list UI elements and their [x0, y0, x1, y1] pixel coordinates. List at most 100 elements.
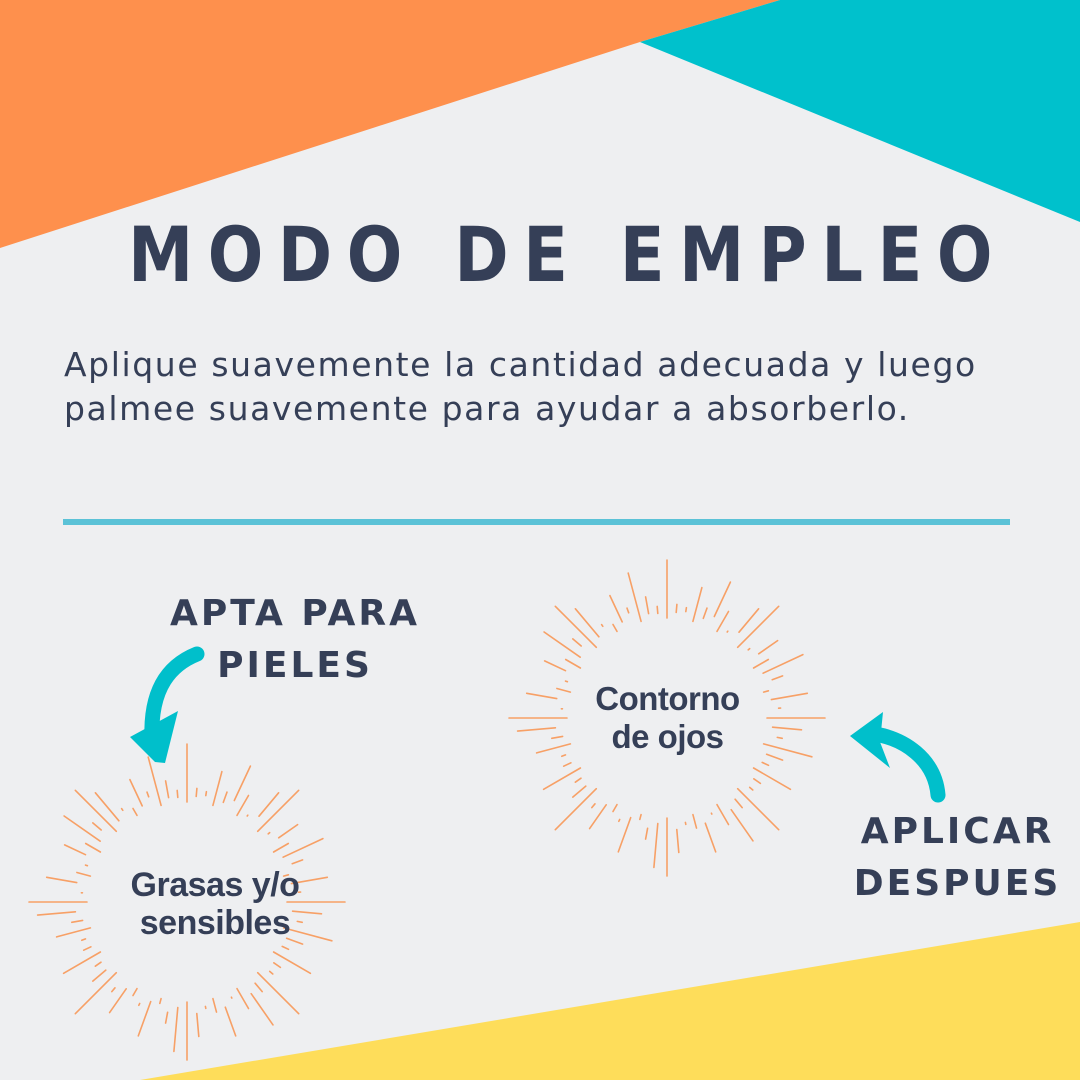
burst-ray	[692, 586, 703, 623]
burst-ray	[564, 680, 569, 683]
burst-ray	[82, 945, 92, 952]
burst-ray	[205, 790, 208, 797]
burst-ray	[120, 807, 124, 812]
burst-ray	[195, 787, 198, 798]
burst-ray	[757, 639, 779, 655]
burst-ray	[516, 726, 557, 732]
burst-ray	[132, 987, 138, 997]
burst-ray	[173, 1006, 179, 1053]
burst-ray	[285, 937, 304, 945]
burst-ray	[137, 1000, 152, 1037]
burst-ray	[612, 623, 618, 633]
burst-ray	[272, 842, 290, 853]
burst-ray	[277, 823, 299, 839]
burst-ray	[752, 777, 762, 785]
skin-type-line2: sensibles	[139, 904, 291, 942]
section-divider	[63, 519, 1010, 525]
burst-ray	[748, 786, 754, 791]
burst-ray	[771, 675, 784, 681]
burst-ray	[713, 581, 732, 618]
burst-ray	[656, 605, 659, 615]
burst-ray	[571, 785, 587, 798]
burst-ray	[74, 971, 118, 1015]
apply-after-label-line1: APLICAR	[860, 811, 1055, 852]
burst-ray	[212, 997, 218, 1013]
burst-ray	[282, 873, 290, 877]
burst-ray	[765, 753, 784, 761]
burst-ray	[543, 631, 582, 659]
burst-ray	[236, 987, 250, 1010]
burst-ray	[36, 910, 77, 916]
burst-ray	[258, 791, 280, 818]
burst-ray	[626, 607, 630, 614]
usage-description: Aplique suavemente la cantidad adecuada …	[64, 345, 977, 428]
burst-ray	[675, 603, 678, 614]
page-title: MODO DE EMPLEO	[128, 210, 1008, 299]
burst-ray	[762, 689, 770, 693]
skin-type-line1: Grasas y/o	[130, 866, 300, 904]
burst-ray	[76, 871, 92, 877]
burst-ray	[644, 596, 650, 615]
burst-ray	[212, 770, 223, 807]
burst-ray	[702, 607, 708, 620]
burst-ray	[752, 658, 770, 669]
burst-ray	[291, 910, 323, 915]
burst-ray	[560, 754, 567, 758]
orange-corner-shape	[0, 0, 780, 248]
burst-ray	[71, 919, 84, 924]
burst-ray	[761, 761, 770, 767]
burst-ray	[762, 743, 813, 758]
burst-ray	[747, 647, 751, 651]
burst-ray	[224, 1006, 237, 1037]
burst-ray	[535, 743, 572, 754]
burst-ray	[267, 831, 271, 835]
burst-ray	[588, 803, 608, 830]
burst-ray	[246, 814, 249, 817]
burst-ray	[272, 951, 312, 975]
burst-ray	[653, 822, 659, 869]
burst-ray	[281, 945, 290, 951]
burst-ray	[63, 815, 101, 843]
suitable-skin-label-line2: PIELES	[217, 645, 373, 686]
eye-contour-line1: Contorno	[595, 680, 740, 717]
burst-ray	[675, 828, 680, 854]
burst-ray	[176, 789, 179, 799]
burst-ray	[233, 765, 252, 802]
burst-ray	[564, 658, 582, 669]
burst-ray	[562, 761, 572, 768]
burst-ray	[617, 818, 621, 823]
burst-ray	[771, 726, 803, 731]
skin-type-text: Grasas y/o sensibles	[80, 866, 350, 942]
burst-ray	[574, 607, 600, 638]
burst-ray	[736, 787, 780, 831]
burst-ray	[94, 961, 102, 968]
burst-ray	[609, 594, 624, 623]
burst-ray	[146, 791, 150, 798]
burst-ray	[556, 687, 572, 693]
burst-ray	[92, 822, 102, 831]
burst-ray	[254, 982, 264, 993]
burst-ray	[716, 803, 730, 826]
burst-ray	[147, 756, 162, 807]
burst-ray	[738, 607, 760, 634]
apply-after-label: APLICAR DESPUES	[840, 806, 1075, 910]
burst-ray	[256, 789, 300, 833]
burst-ray	[159, 997, 162, 1005]
burst-ray	[762, 653, 804, 675]
burst-ray	[716, 610, 730, 633]
burst-ray	[196, 1012, 200, 1038]
burst-ray	[268, 970, 274, 975]
burst-ray	[236, 794, 250, 817]
burst-ray	[129, 778, 143, 807]
burst-ray	[94, 791, 120, 822]
burst-ray	[63, 844, 87, 856]
burst-ray	[84, 842, 102, 853]
burst-ray	[776, 736, 784, 740]
suitable-skin-label-line1: APTA PARA	[170, 593, 420, 634]
burst-ray	[612, 803, 618, 813]
burst-ray	[282, 927, 333, 942]
